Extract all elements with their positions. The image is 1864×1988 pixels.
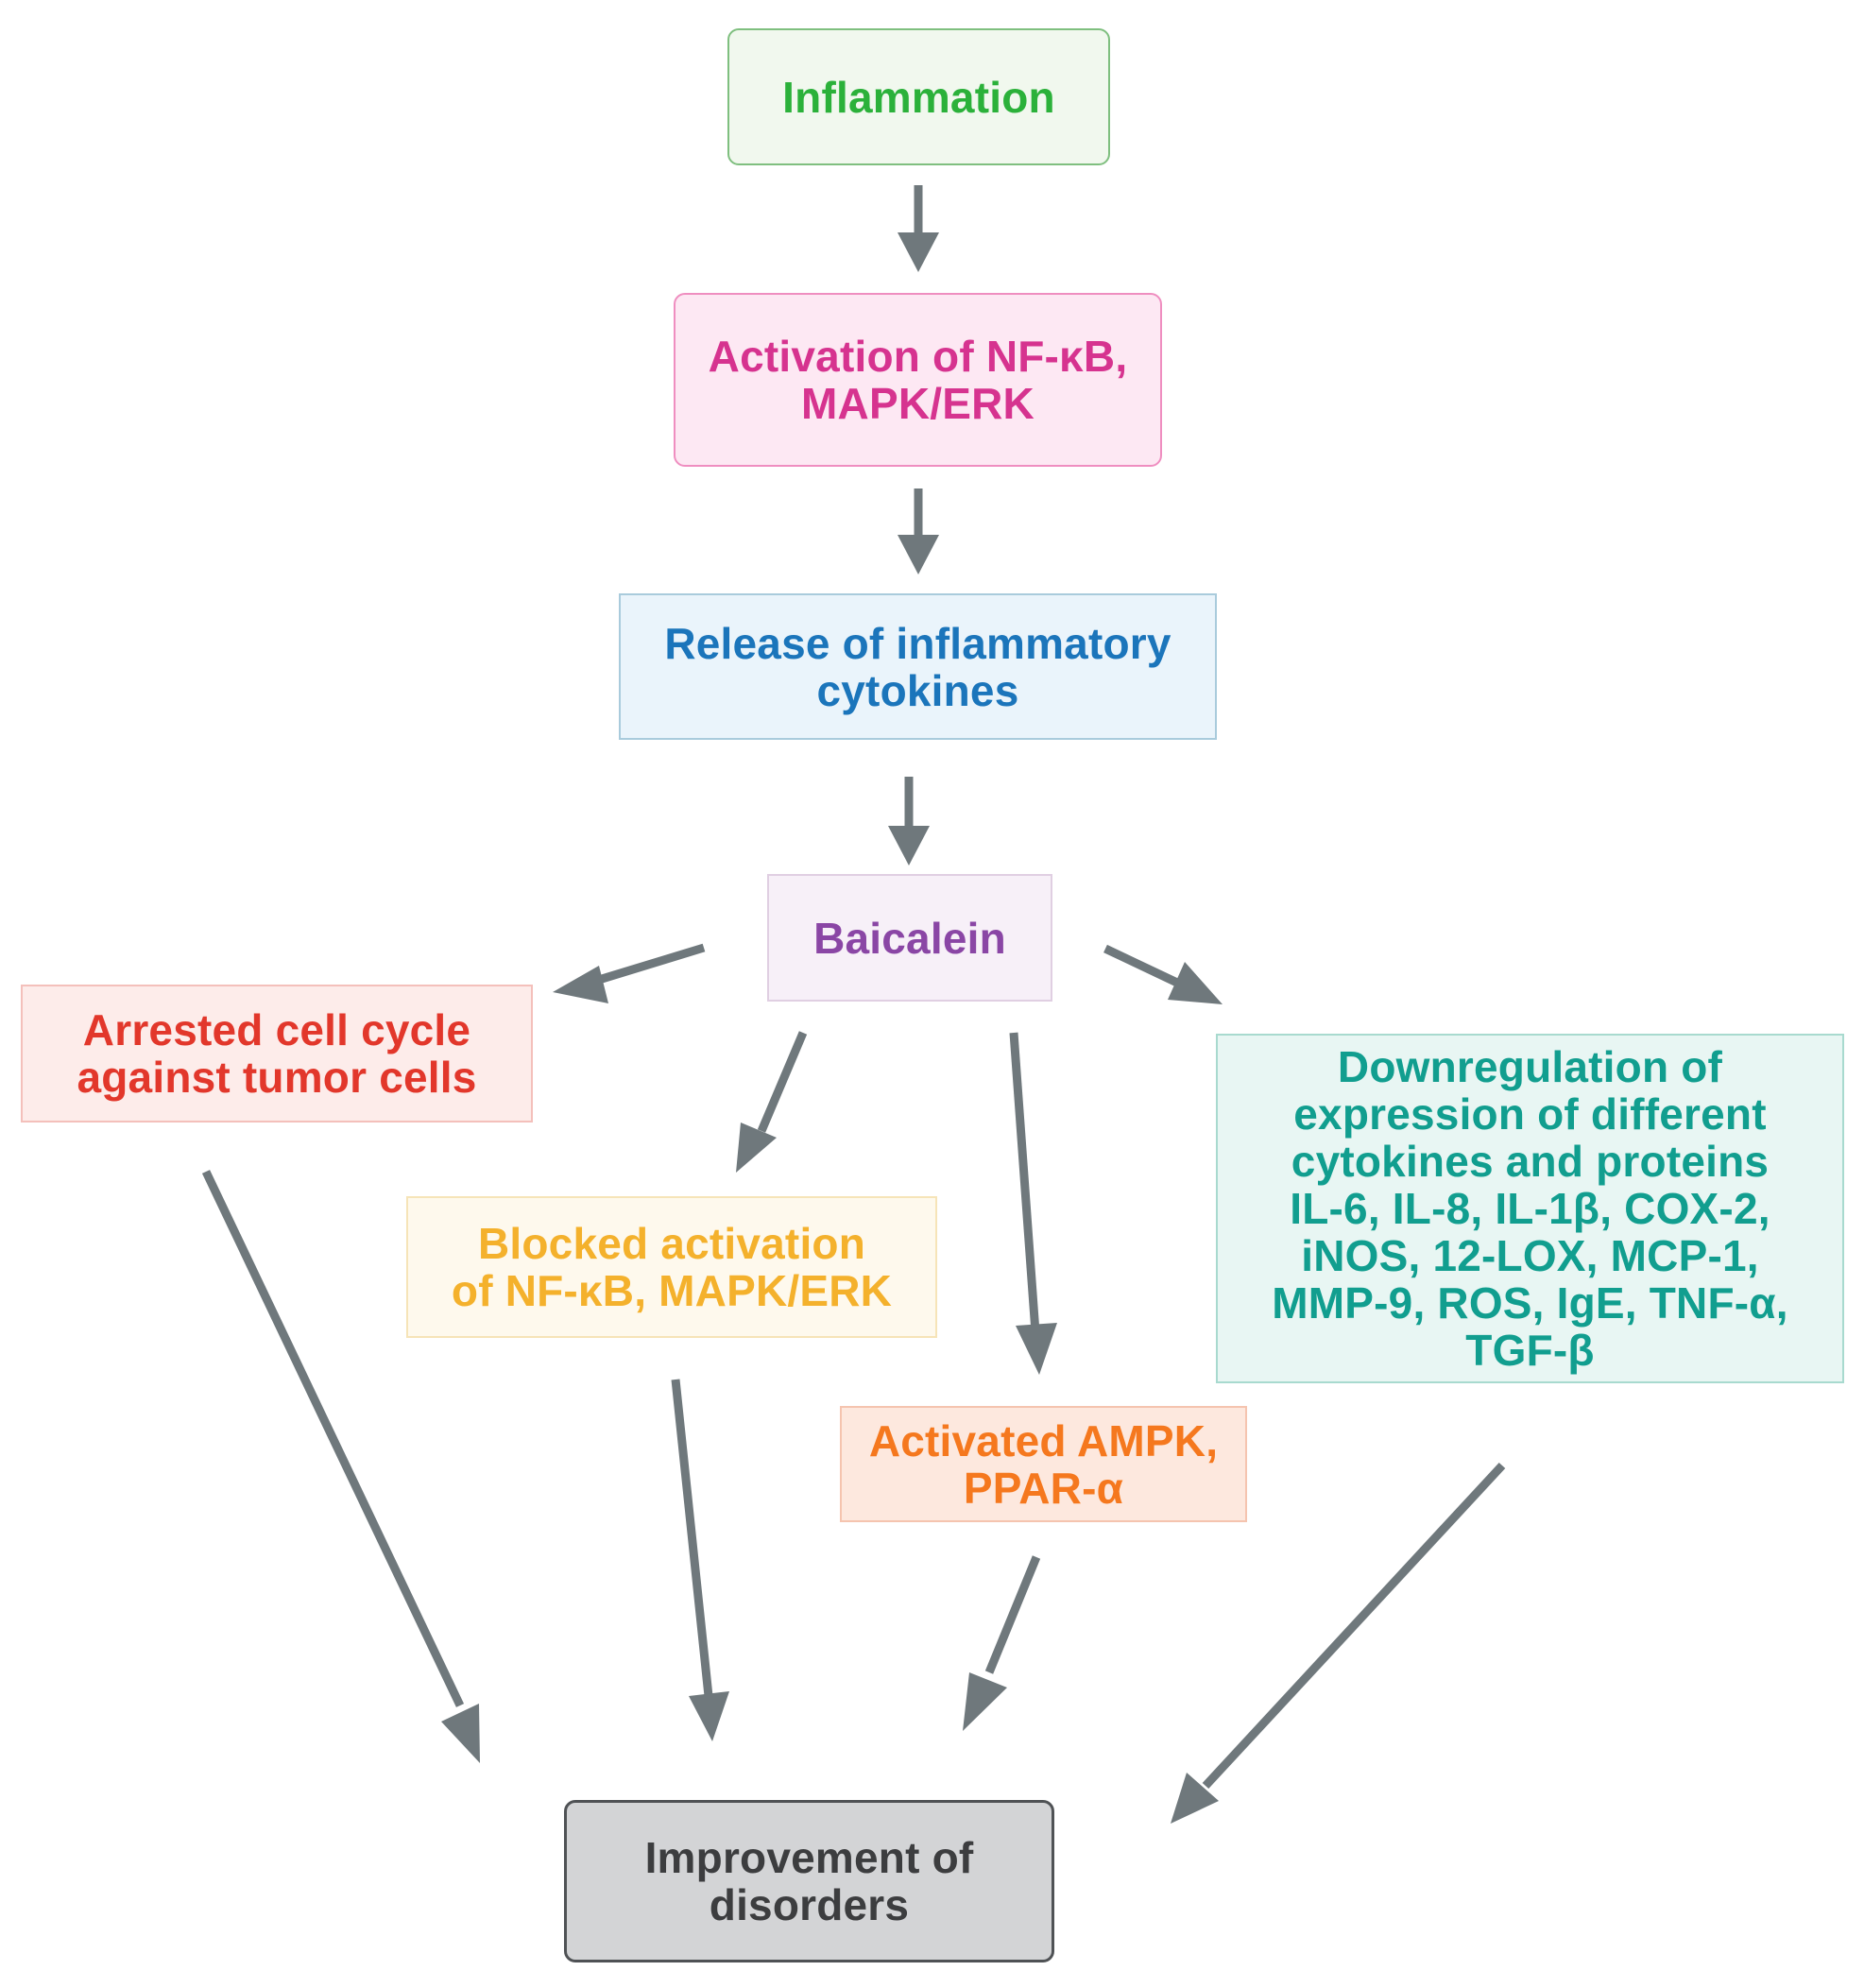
arrow-baicalein-to-ampk: [1009, 1032, 1040, 1333]
arrowhead-baicalein-to-ampk: [1016, 1323, 1057, 1375]
arrow-ampk-to-improvement: [984, 1555, 1041, 1674]
arrowhead-activation-to-release: [898, 535, 939, 574]
arrow-arrested-to-improvement: [201, 1170, 465, 1707]
activation-node: Activation of NF-κB, MAPK/ERK: [674, 293, 1162, 467]
arrowhead-release-to-baicalein: [888, 826, 930, 865]
arrow-downregulation-to-improvement: [1202, 1462, 1506, 1790]
arrested-cell-cycle-node: Arrested cell cycle against tumor cells: [21, 985, 533, 1123]
inflammation-node: Inflammation: [727, 28, 1110, 165]
arrow-baicalein-to-downregulation: [1103, 944, 1179, 987]
blocked-activation-node: Blocked activation of NF-κB, MAPK/ERK: [406, 1196, 937, 1338]
improvement-node: Improvement of disorders: [564, 1800, 1054, 1962]
activated-ampk-node: Activated AMPK, PPAR-α: [840, 1406, 1247, 1522]
release-cytokines-node: Release of inflammatory cytokines: [619, 593, 1217, 740]
arrow-blocked-to-improvement: [671, 1379, 713, 1697]
arrowhead-blocked-to-improvement: [689, 1691, 729, 1741]
arrowhead-downregulation-to-improvement: [1171, 1773, 1219, 1824]
arrowhead-baicalein-to-blocked: [736, 1123, 777, 1173]
arrowhead-baicalein-to-downregulation: [1168, 962, 1223, 1004]
downregulation-node: Downregulation of expression of differen…: [1216, 1034, 1844, 1383]
arrow-baicalein-to-blocked: [757, 1031, 808, 1133]
arrowhead-inflammation-to-activation: [898, 232, 939, 272]
baicalein-node: Baicalein: [767, 874, 1052, 1002]
arrowhead-ampk-to-improvement: [963, 1672, 1007, 1731]
arrow-baicalein-to-arrested: [588, 943, 706, 987]
arrowhead-baicalein-to-arrested: [553, 966, 608, 1003]
arrowhead-arrested-to-improvement: [441, 1704, 480, 1763]
